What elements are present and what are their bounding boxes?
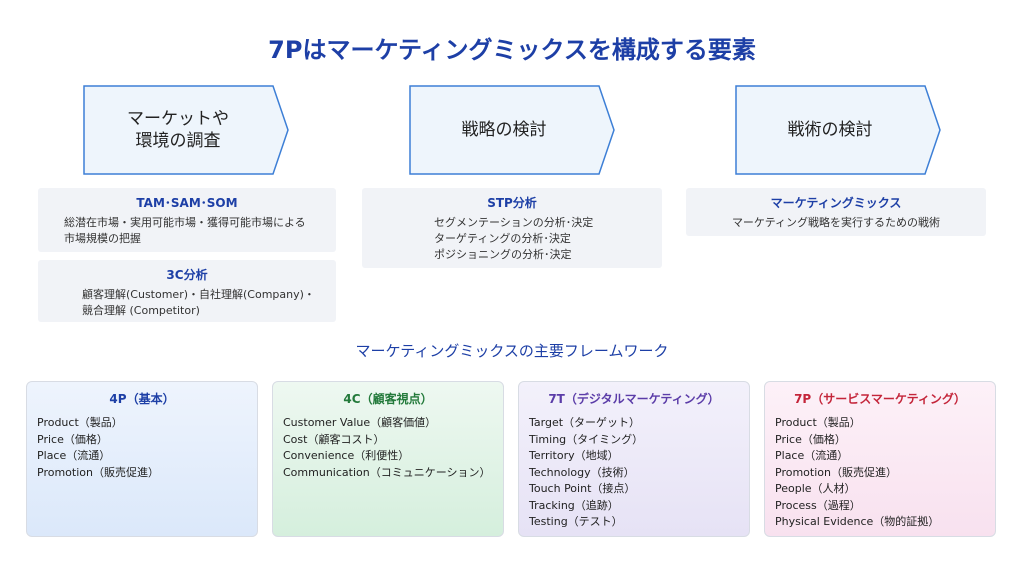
- framework-4p: 4P（基本） Product（製品） Price（価格） Place（流通） P…: [26, 381, 258, 537]
- card-3c-analysis: 3C分析 顧客理解(Customer)・自社理解(Company)・ 競合理解 …: [38, 260, 336, 322]
- page-title: 7Pはマーケティングミックスを構成する要素: [268, 36, 756, 64]
- framework-item: Price（価格）: [37, 432, 108, 446]
- framework-item: Convenience（利便性）: [283, 449, 410, 462]
- card-marketing-mix: マーケティングミックス マーケティング戦略を実行するための戦術: [686, 188, 986, 236]
- card-title: 3C分析: [166, 268, 208, 282]
- card-line: ポジショニングの分析･決定: [434, 248, 572, 261]
- framework-item: Place（流通）: [37, 449, 111, 462]
- framework-title: 7T（デジタルマーケティング）: [548, 392, 720, 406]
- framework-item: Touch Point（接点）: [529, 482, 636, 495]
- framework-item: Timing（タイミング）: [529, 432, 644, 446]
- framework-title: 4C（顧客視点）: [343, 392, 433, 406]
- framework-item: Target（ターゲット）: [529, 416, 641, 429]
- framework-item: Promotion（販売促進）: [775, 465, 897, 479]
- step-tactics: 戦術の検討: [735, 85, 941, 175]
- step-strategy: 戦略の検討: [409, 85, 615, 175]
- chevron-arrow-shape: [409, 85, 615, 175]
- framework-item: Place（流通）: [775, 449, 849, 462]
- framework-item: People（人材）: [775, 482, 856, 495]
- framework-item: Product（製品）: [775, 416, 861, 429]
- framework-7t: 7T（デジタルマーケティング） Target（ターゲット） Timing（タイミ…: [518, 381, 750, 537]
- framework-items: Product（製品） Price（価格） Place（流通） Promotio…: [37, 415, 247, 481]
- framework-title: 7P（サービスマーケティング）: [794, 392, 966, 406]
- framework-4c: 4C（顧客視点） Customer Value（顧客価値） Cost（顧客コスト…: [272, 381, 504, 537]
- framework-items: Product（製品） Price（価格） Place（流通） Promotio…: [775, 415, 985, 531]
- framework-item: Physical Evidence（物的証拠）: [775, 515, 940, 528]
- card-line: セグメンテーションの分析･決定: [434, 216, 594, 229]
- section-subtitle: マーケティングミックスの主要フレームワーク: [355, 342, 669, 360]
- step-label: 戦略の検討: [461, 120, 547, 140]
- card-stp-analysis: STP分析 セグメンテーションの分析･決定 ターゲティングの分析･決定 ポジショ…: [362, 188, 662, 268]
- framework-item: Price（価格）: [775, 432, 846, 446]
- framework-item: Customer Value（顧客価値）: [283, 416, 437, 429]
- framework-item: Testing（テスト）: [529, 515, 623, 528]
- step-label: マーケットや 環境の調査: [127, 109, 229, 151]
- card-line: ターゲティングの分析･決定: [434, 232, 571, 245]
- framework-item: Technology（技術）: [529, 465, 635, 479]
- framework-title: 4P（基本）: [109, 392, 175, 406]
- card-title: TAM･SAM･SOM: [136, 196, 238, 210]
- card-title: マーケティングミックス: [770, 196, 902, 210]
- framework-item: Cost（顧客コスト）: [283, 432, 385, 446]
- card-title: STP分析: [487, 196, 537, 210]
- framework-item: Tracking（追跡）: [529, 498, 619, 512]
- framework-item: Territory（地域）: [529, 449, 619, 462]
- card-line: 競合理解 (Competitor): [82, 304, 200, 317]
- card-line: 顧客理解(Customer)・自社理解(Company)・: [82, 288, 315, 301]
- step-label: 戦術の検討: [787, 120, 873, 140]
- framework-items: Target（ターゲット） Timing（タイミング） Territory（地域…: [529, 415, 739, 531]
- card-line: 総潜在市場・実用可能市場・獲得可能市場による: [64, 216, 306, 229]
- card-line: 市場規模の把握: [64, 232, 141, 245]
- framework-items: Customer Value（顧客価値） Cost（顧客コスト） Conveni…: [283, 415, 493, 481]
- framework-item: Process（過程）: [775, 498, 861, 512]
- framework-item: Communication（コミュニケーション）: [283, 465, 491, 479]
- step-research: マーケットや 環境の調査: [83, 85, 289, 175]
- chevron-arrow-shape: [735, 85, 941, 175]
- framework-7p: 7P（サービスマーケティング） Product（製品） Price（価格） Pl…: [764, 381, 996, 537]
- card-tam-sam-som: TAM･SAM･SOM 総潜在市場・実用可能市場・獲得可能市場による 市場規模の…: [38, 188, 336, 252]
- card-line: マーケティング戦略を実行するための戦術: [731, 216, 941, 229]
- framework-item: Promotion（販売促進）: [37, 465, 159, 479]
- framework-item: Product（製品）: [37, 416, 123, 429]
- chevron-arrow-shape: [83, 85, 289, 175]
